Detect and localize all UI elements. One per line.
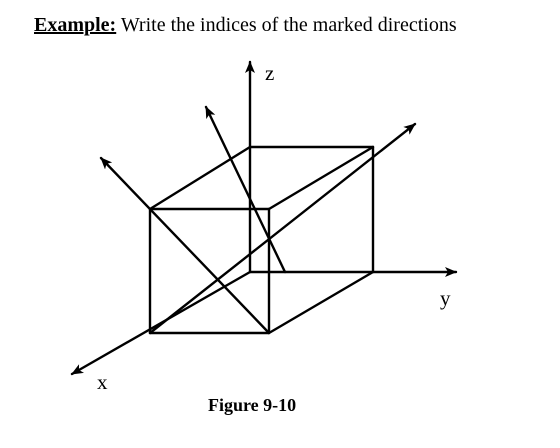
direction-arrow-upper (204, 105, 287, 274)
example-heading: Example: Write the indices of the marked… (34, 14, 457, 36)
x-axis-label: x (97, 370, 108, 394)
z-axis-label: z (265, 61, 274, 85)
direction-arrow-left (99, 156, 271, 335)
cube-edge (148, 145, 252, 211)
y-axis-label: y (440, 286, 451, 310)
cube-edge (267, 270, 375, 335)
direction-arrow-right (148, 122, 417, 335)
figure-caption: Figure 9-10 (208, 395, 297, 415)
example-heading-lead: Example: (34, 14, 117, 36)
example-heading-text: Write the indices of the marked directio… (116, 14, 457, 36)
cube-edge (267, 145, 375, 211)
